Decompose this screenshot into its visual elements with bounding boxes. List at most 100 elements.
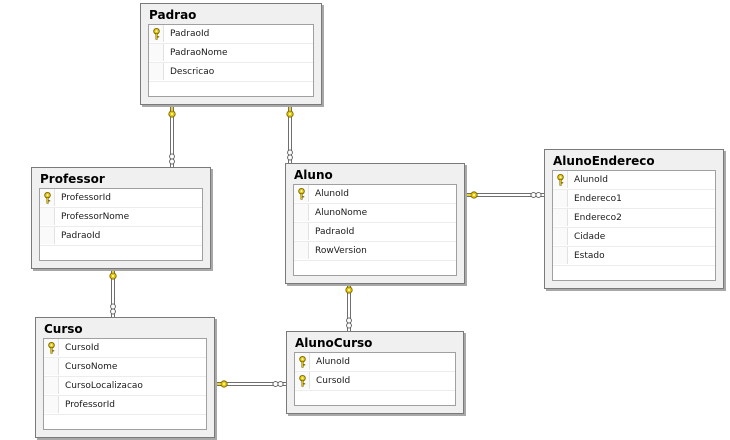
primary-key-icon bbox=[44, 192, 51, 204]
row-selector bbox=[294, 242, 309, 259]
column-row[interactable]: ProfessorId bbox=[44, 396, 206, 415]
column-row[interactable]: AlunoNome bbox=[294, 204, 456, 223]
row-selector bbox=[294, 185, 309, 202]
column-row[interactable]: PadraoNome bbox=[149, 44, 313, 63]
row-selector bbox=[44, 396, 59, 413]
column-row[interactable]: CursoNome bbox=[44, 358, 206, 377]
column-name: CursoId bbox=[316, 376, 351, 386]
one-end-key-icon bbox=[345, 282, 353, 294]
column-name: RowVersion bbox=[315, 246, 367, 256]
column-name: ProfessorNome bbox=[61, 212, 130, 222]
table-title: AlunoEndereco bbox=[553, 154, 655, 168]
column-row[interactable]: CursoId bbox=[44, 339, 206, 358]
column-row[interactable]: Estado bbox=[553, 247, 715, 266]
primary-key-icon bbox=[153, 28, 160, 40]
column-name: PadraoId bbox=[170, 29, 210, 39]
row-selector bbox=[40, 227, 55, 244]
primary-key-icon bbox=[299, 356, 306, 368]
row-selector bbox=[294, 204, 309, 221]
column-row[interactable]: CursoId bbox=[295, 372, 455, 391]
column-name: AlunoNome bbox=[315, 208, 368, 218]
one-end-key-icon bbox=[216, 380, 228, 388]
column-name: Estado bbox=[574, 251, 605, 261]
table-title: Aluno bbox=[294, 168, 333, 182]
column-row[interactable]: RowVersion bbox=[294, 242, 456, 261]
column-row[interactable]: Descricao bbox=[149, 63, 313, 82]
column-name: AlunoId bbox=[316, 357, 350, 367]
row-selector bbox=[44, 339, 59, 356]
row-selector bbox=[553, 209, 568, 226]
many-end-infinity-icon bbox=[169, 153, 175, 165]
row-selector bbox=[295, 353, 310, 370]
primary-key-icon bbox=[48, 342, 55, 354]
column-name: Descricao bbox=[170, 67, 215, 77]
column-row[interactable]: Endereco2 bbox=[553, 209, 715, 228]
row-selector bbox=[553, 190, 568, 207]
column-name: Endereco1 bbox=[574, 194, 622, 204]
many-end-infinity-icon bbox=[530, 192, 542, 198]
one-end-key-icon bbox=[466, 191, 478, 199]
column-name: Endereco2 bbox=[574, 213, 622, 223]
table-title: Padrao bbox=[149, 8, 197, 22]
row-selector bbox=[149, 25, 164, 42]
column-row[interactable]: AlunoId bbox=[553, 171, 715, 190]
one-end-key-icon bbox=[109, 268, 117, 280]
column-name: PadraoId bbox=[61, 231, 101, 241]
column-name: CursoId bbox=[65, 343, 100, 353]
column-name: CursoNome bbox=[65, 362, 118, 372]
column-name: ProfessorId bbox=[65, 400, 115, 410]
many-end-infinity-icon bbox=[272, 381, 284, 387]
row-selector bbox=[149, 44, 164, 61]
many-end-infinity-icon bbox=[287, 149, 293, 161]
column-name: PadraoId bbox=[315, 227, 355, 237]
table-title: AlunoCurso bbox=[295, 336, 373, 350]
many-end-infinity-icon bbox=[346, 317, 352, 329]
column-row[interactable]: CursoLocalizacao bbox=[44, 377, 206, 396]
column-row[interactable]: PadraoId bbox=[294, 223, 456, 242]
row-selector bbox=[294, 223, 309, 240]
row-selector bbox=[553, 171, 568, 188]
column-row[interactable]: Endereco1 bbox=[553, 190, 715, 209]
row-selector bbox=[40, 208, 55, 225]
primary-key-icon bbox=[298, 188, 305, 200]
row-selector bbox=[44, 377, 59, 394]
column-name: AlunoId bbox=[574, 175, 608, 185]
column-name: CursoLocalizacao bbox=[65, 381, 143, 391]
column-name: PadraoNome bbox=[170, 48, 228, 58]
many-end-infinity-icon bbox=[110, 303, 116, 315]
column-name: AlunoId bbox=[315, 189, 349, 199]
column-name: Cidade bbox=[574, 232, 606, 242]
row-selector bbox=[40, 189, 55, 206]
column-name: ProfessorId bbox=[61, 193, 111, 203]
one-end-key-icon bbox=[168, 106, 176, 118]
one-end-key-icon bbox=[286, 106, 294, 118]
column-row[interactable]: Cidade bbox=[553, 228, 715, 247]
column-row[interactable]: PadraoId bbox=[149, 25, 313, 44]
row-selector bbox=[553, 247, 568, 264]
row-selector bbox=[553, 228, 568, 245]
column-row[interactable]: ProfessorNome bbox=[40, 208, 202, 227]
column-row[interactable]: AlunoId bbox=[295, 353, 455, 372]
row-selector bbox=[295, 372, 310, 389]
primary-key-icon bbox=[557, 174, 564, 186]
table-title: Curso bbox=[44, 322, 83, 336]
column-row[interactable]: AlunoId bbox=[294, 185, 456, 204]
table-title: Professor bbox=[40, 172, 105, 186]
column-row[interactable]: PadraoId bbox=[40, 227, 202, 246]
row-selector bbox=[149, 63, 164, 80]
primary-key-icon bbox=[299, 375, 306, 387]
column-row[interactable]: ProfessorId bbox=[40, 189, 202, 208]
